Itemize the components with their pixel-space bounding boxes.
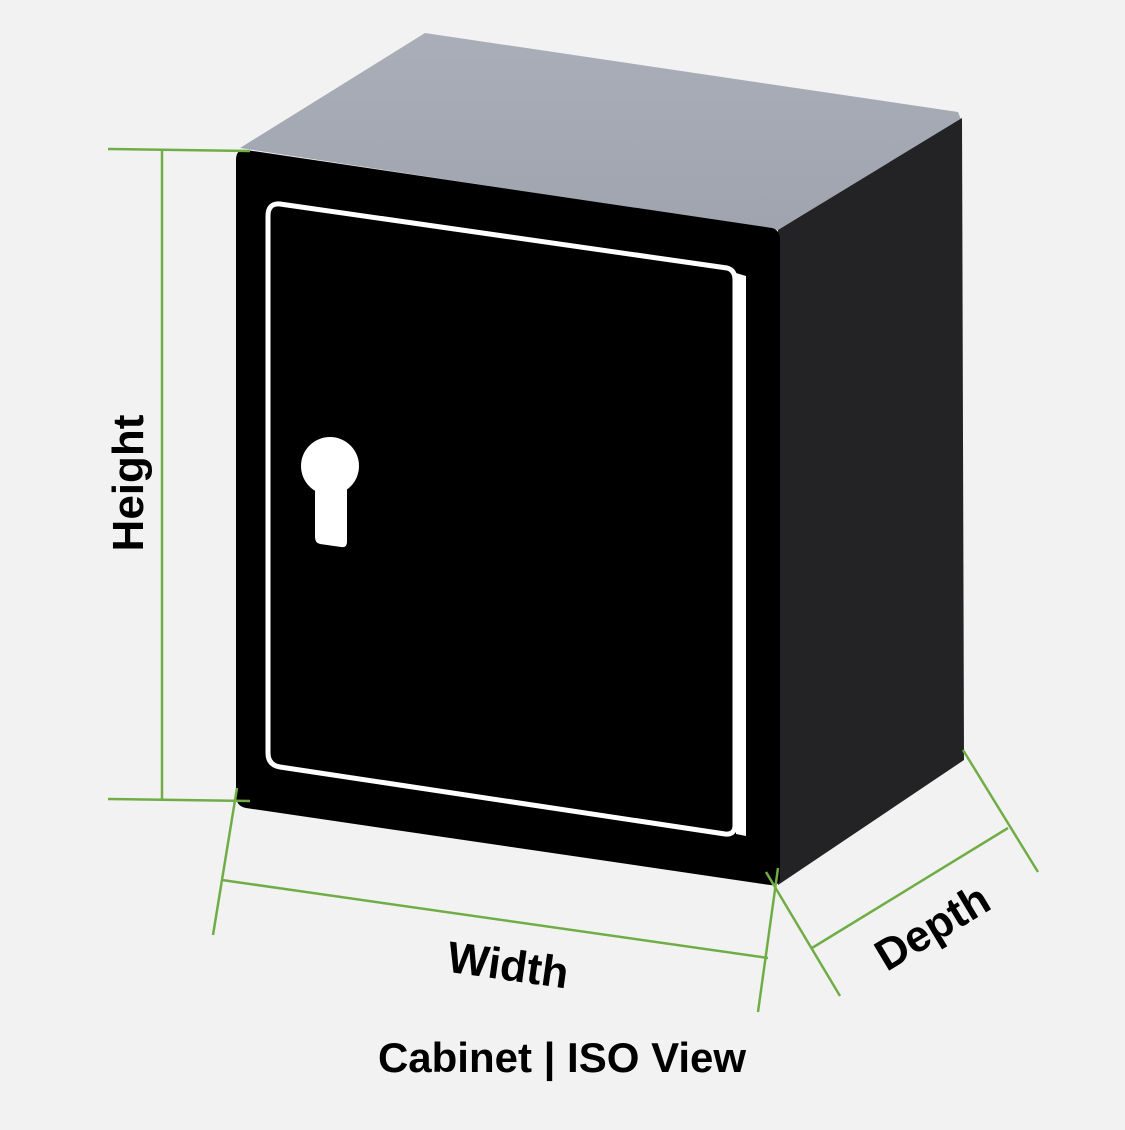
cabinet-top-face [240,33,962,230]
keyhole-icon [301,437,359,548]
depth-extension-front [764,871,842,997]
depth-dimension-line [811,826,1009,950]
height-extension-top [107,147,251,153]
door-outline [265,201,738,837]
depth-extension-back [961,749,1040,873]
width-dimension-line [221,878,769,960]
cabinet-side-face [778,118,964,885]
diagram-caption: Cabinet | ISO View [378,1034,746,1082]
door-edge [736,273,746,836]
cabinet-front-face [236,149,780,886]
dimension-lines [107,147,1040,1013]
width-extension-right [756,867,780,1013]
height-label: Height [104,414,153,551]
width-extension-left [211,787,239,936]
height-extension-bottom [107,797,251,803]
cabinet [236,33,964,886]
